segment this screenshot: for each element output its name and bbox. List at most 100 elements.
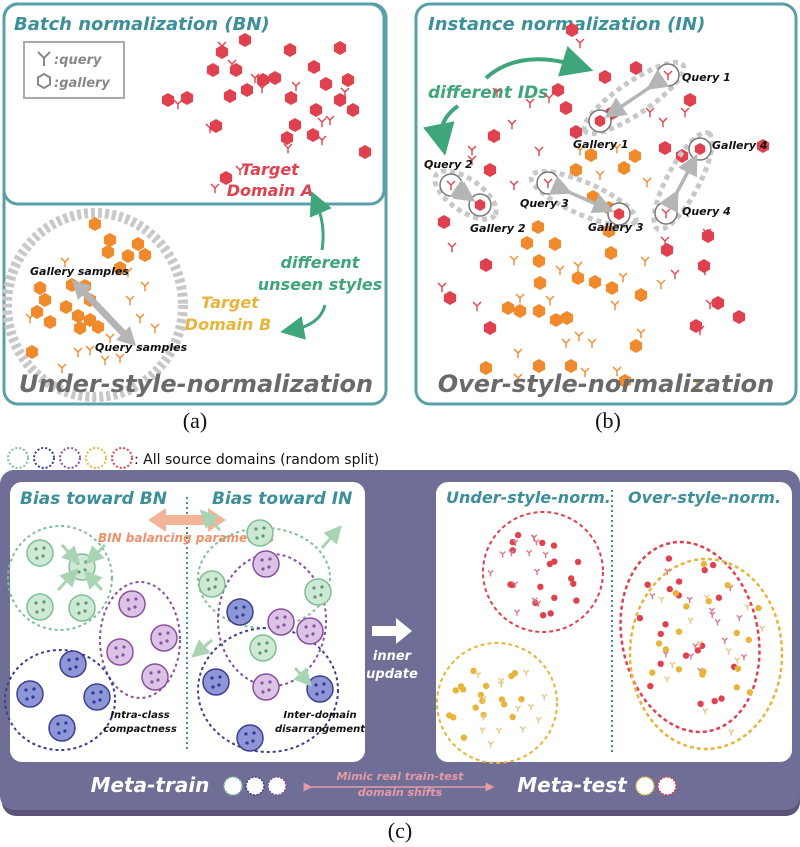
gallery-point <box>657 660 664 667</box>
sample-circle <box>246 519 274 547</box>
source-domain-swatch <box>85 447 107 469</box>
gallery-point <box>584 148 598 162</box>
gallery-point <box>683 603 690 610</box>
query-point <box>700 265 710 276</box>
domain-boundary-blue <box>197 627 339 753</box>
style-arrow-left <box>280 304 327 340</box>
domain-boundary-green <box>7 525 113 631</box>
query-point <box>658 117 668 128</box>
gallery-point <box>539 612 547 619</box>
gallery-point <box>520 236 534 250</box>
query-point <box>513 373 523 384</box>
source-domain-swatch <box>59 447 81 469</box>
caption-c: (c) <box>388 818 412 843</box>
query-point <box>325 115 335 126</box>
query-point <box>575 145 585 156</box>
feature-dot <box>35 556 39 560</box>
query-point <box>499 551 506 558</box>
legend-box <box>23 41 125 99</box>
gallery-point <box>508 672 515 680</box>
panel-c: Bias toward BN Bias toward IN BIN balanc… <box>0 470 800 816</box>
feature-dot <box>276 625 280 629</box>
gallery-point <box>701 566 708 574</box>
bias-bn-label: Bias toward BN <box>20 489 167 509</box>
source-domains-legend <box>7 447 133 469</box>
feature-dot <box>254 527 258 531</box>
sample-circle <box>26 539 54 567</box>
query-point <box>492 87 502 98</box>
query-point <box>595 170 605 181</box>
compaction-arrow <box>85 543 107 565</box>
pair-arrow <box>604 69 670 118</box>
feature-dot <box>114 646 118 650</box>
meta-train-label: Meta-train <box>91 773 210 797</box>
query-point <box>561 338 571 349</box>
query-point <box>509 180 519 191</box>
feature-dot <box>67 658 71 662</box>
gallery-point <box>548 237 562 251</box>
over-style-footer: Over-style-normalization <box>438 370 775 398</box>
query-point <box>687 653 695 660</box>
gallery-point <box>238 33 252 47</box>
meta-train-domain-badges <box>223 776 287 796</box>
query-point <box>235 165 245 176</box>
blue-sample <box>306 675 334 703</box>
arrow-head <box>72 280 92 300</box>
query-point <box>508 549 515 557</box>
intra-class-line2: compactness <box>103 724 177 735</box>
feature-dot <box>84 601 88 605</box>
gallery-point <box>43 315 57 329</box>
gallery-point <box>479 258 493 272</box>
gallery-point <box>709 561 717 569</box>
feature-dot <box>84 560 88 564</box>
gallery-point <box>443 291 457 305</box>
query-point <box>702 708 709 715</box>
gallery-point <box>598 70 612 84</box>
query-point <box>680 107 690 118</box>
feature-dot <box>210 676 214 680</box>
feature-dot <box>268 680 272 684</box>
gallery-point <box>628 149 642 163</box>
gallery-point <box>483 321 497 335</box>
gallery-point <box>698 642 706 649</box>
feature-dot <box>322 682 326 686</box>
query-label: Query 3 <box>520 197 569 210</box>
green-sample <box>26 539 54 567</box>
feature-dot <box>261 534 265 538</box>
disarrange-arrow <box>199 509 222 532</box>
query-point <box>291 81 301 92</box>
query-point <box>534 146 544 157</box>
query-point <box>658 596 665 603</box>
different-ids-note: different IDs <box>428 83 548 103</box>
purple-sample <box>252 673 280 701</box>
feature-dot <box>159 641 163 645</box>
gallery-point <box>91 320 105 334</box>
query-samples-label: Query samples <box>95 341 188 354</box>
gallery-point <box>73 321 87 335</box>
gallery-point <box>682 652 690 659</box>
blue-sample <box>202 668 230 696</box>
gallery-point <box>574 558 582 566</box>
feature-dot <box>321 690 325 694</box>
query-point <box>744 603 751 611</box>
gallery-point <box>25 345 39 359</box>
feature-dot <box>91 691 95 695</box>
gallery-point <box>346 103 360 117</box>
sample-circle <box>48 714 76 742</box>
query-point <box>140 281 150 292</box>
feature-dot <box>76 602 80 606</box>
gallery-point <box>319 77 333 91</box>
domain-badge <box>635 776 655 796</box>
blue-sample <box>59 650 87 678</box>
feature-dot <box>312 586 316 590</box>
sample-circle <box>296 617 324 645</box>
query-point <box>696 640 703 648</box>
gallery-point <box>683 93 697 107</box>
query-point <box>527 703 535 711</box>
gallery-point <box>636 614 644 622</box>
gallery-point <box>450 714 457 721</box>
gallery-point <box>71 309 85 323</box>
panel-b-title: Instance normalization (IN) <box>428 14 705 35</box>
sample-circle <box>236 724 264 752</box>
meta-test-box <box>436 482 792 762</box>
